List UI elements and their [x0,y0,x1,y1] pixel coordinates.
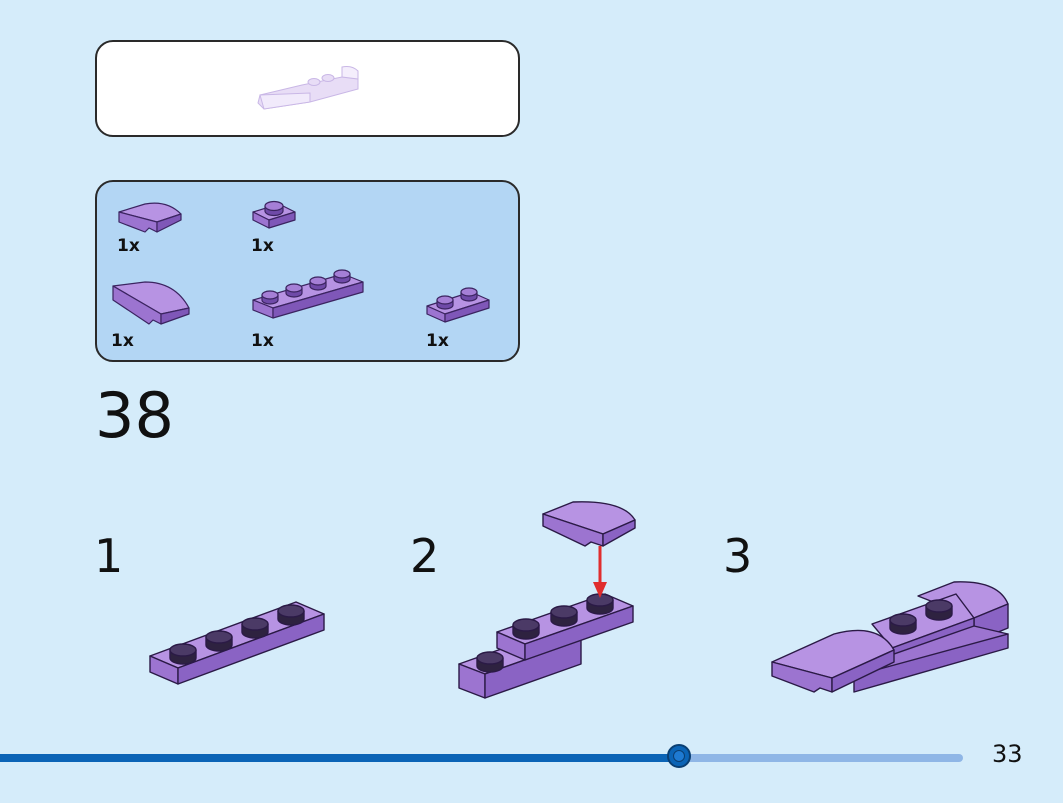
plate-1x1-icon [252,200,296,229]
substep-label: 2 [410,529,440,583]
plate-1x4-icon [149,601,325,685]
part-qty: 1x [251,236,274,256]
part-qty: 1x [117,236,140,256]
plate-1x4-icon [252,269,364,319]
step-number: 38 [95,379,174,452]
ghost-assembly-icon [257,66,359,110]
curved-slope-large-icon [112,281,190,325]
page-number: 33 [992,740,1023,768]
progress-fill [0,754,679,762]
part-qty: 1x [111,331,134,351]
part-qty: 1x [426,331,449,351]
submodel-callout [95,40,520,137]
parts-list: 1x 1x 1x 1x [95,180,520,362]
curved-slope-small-icon [118,202,182,233]
progress-knob [667,744,691,768]
substep-label: 3 [723,529,753,583]
attach-curved-slope-icon [458,501,636,699]
substep-label: 1 [94,529,124,583]
progress-bar [0,754,963,762]
finished-subassembly-icon [771,581,1009,693]
part-qty: 1x [251,331,274,351]
plate-1x2-icon [426,287,490,323]
